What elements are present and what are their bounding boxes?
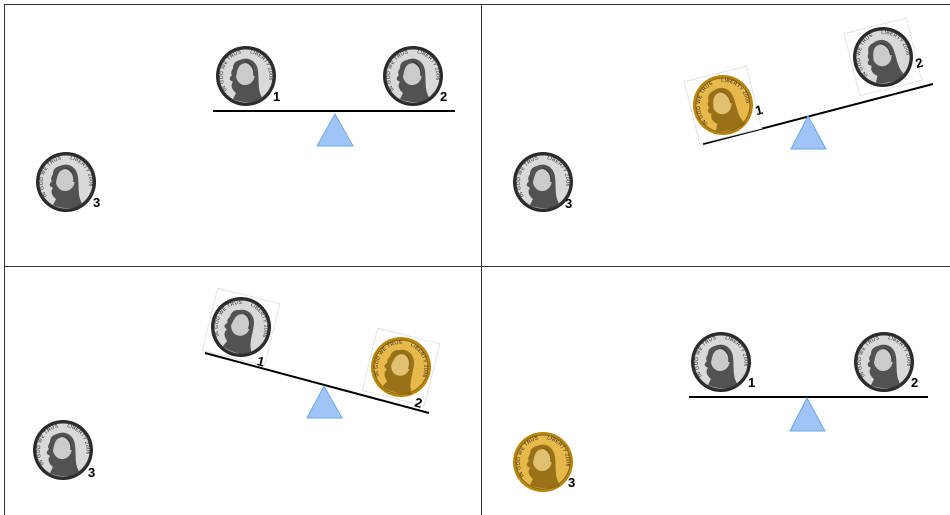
balance-beam xyxy=(204,352,430,414)
panel-frame xyxy=(4,4,482,267)
coin-number-label: 2 xyxy=(413,395,424,411)
coin-number-label: 3 xyxy=(565,196,572,211)
coin-number-label: 1 xyxy=(256,353,267,369)
coin-number-label: 2 xyxy=(440,89,447,104)
balance-beam xyxy=(702,83,934,145)
coin-number-label: 1 xyxy=(273,89,280,104)
coin-number-label: 3 xyxy=(568,475,575,490)
fulcrum-triangle xyxy=(306,384,343,419)
coin-number-label: 1 xyxy=(754,102,765,118)
coin-number-label: 3 xyxy=(88,465,95,480)
coin-number-label: 3 xyxy=(93,195,100,210)
fulcrum-triangle xyxy=(790,114,827,150)
coin-number-label: 2 xyxy=(911,375,918,390)
fulcrum-triangle xyxy=(789,396,826,432)
coin-number-label: 1 xyxy=(748,375,755,390)
coin-number-label: 2 xyxy=(914,55,925,71)
fulcrum-triangle xyxy=(316,112,354,147)
